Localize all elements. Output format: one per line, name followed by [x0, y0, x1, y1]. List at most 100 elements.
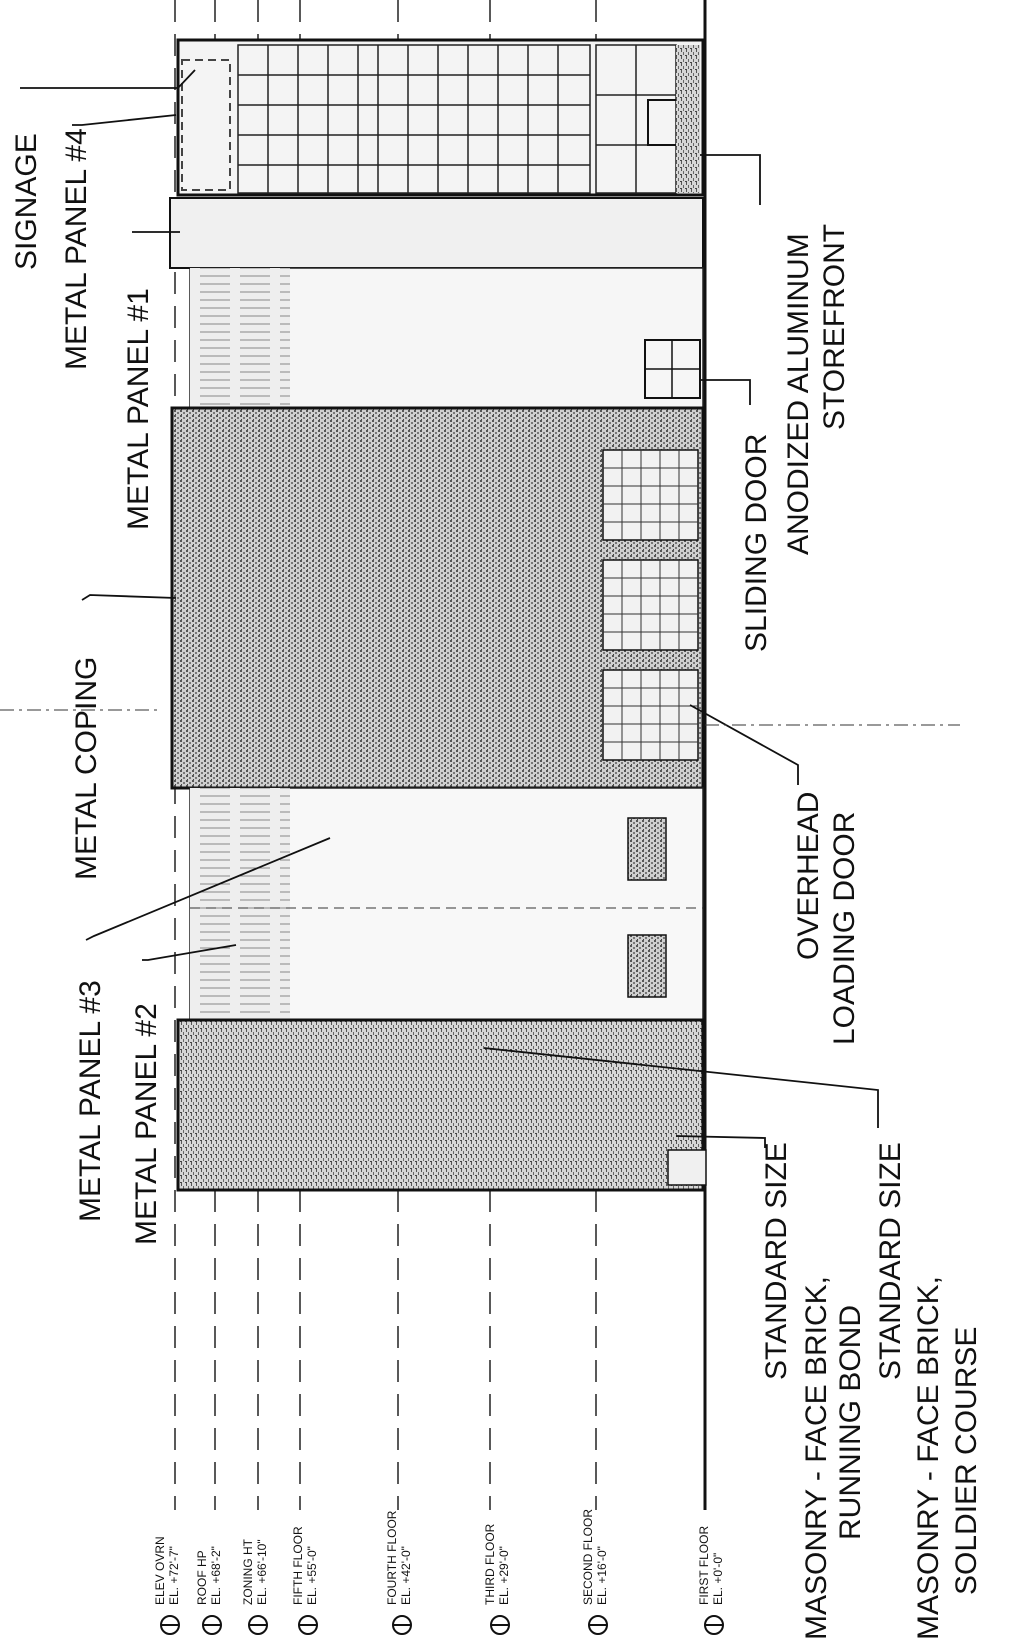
svg-text:SIGNAGE: SIGNAGE — [10, 133, 43, 270]
level-name: FIFTH FLOOR — [291, 1526, 305, 1605]
level-elevation: EL. +72'-7" — [167, 1546, 181, 1605]
svg-text:ELEV OVRN: ELEV OVRN — [153, 1536, 167, 1605]
leader-storefront — [700, 154, 761, 205]
signage-panel — [181, 59, 231, 191]
label-metal-panel-4: METAL PANEL #4 — [60, 128, 93, 370]
tower-door — [667, 1149, 707, 1186]
storefront-edge-brick — [676, 45, 700, 193]
svg-text:EL. +68'-2": EL. +68'-2" — [209, 1546, 223, 1605]
level-name: ROOF HP — [195, 1550, 209, 1605]
metal-panel-band-top — [190, 268, 290, 408]
svg-text:EL. +29'-0": EL. +29'-0" — [497, 1546, 511, 1605]
label-signage: SIGNAGE — [10, 133, 43, 270]
leader-metal-panel-2 — [142, 944, 237, 961]
svg-text:STOREFRONT: STOREFRONT — [818, 224, 851, 430]
level-elevation: EL. +42'-0" — [399, 1546, 413, 1605]
level-elevation: EL. +55'-0" — [305, 1546, 319, 1605]
svg-text:EL. +16'-0": EL. +16'-0" — [595, 1546, 609, 1605]
label-metal-coping: METAL COPING — [70, 657, 103, 880]
level-elevation: EL. +0'-0" — [711, 1553, 725, 1605]
label-metal-panel-2: METAL PANEL #2 — [130, 1003, 163, 1245]
level-name: ZONING HT — [241, 1538, 255, 1605]
label-overhead-line2: LOADING DOOR — [828, 812, 861, 1045]
svg-text:SOLDIER COURSE: SOLDIER COURSE — [950, 1327, 983, 1595]
svg-text:ROOF HP: ROOF HP — [195, 1550, 209, 1605]
svg-text:SECOND FLOOR: SECOND FLOOR — [581, 1509, 595, 1605]
svg-text:ANODIZED ALUMINUM: ANODIZED ALUMINUM — [782, 233, 815, 555]
svg-text:FIFTH FLOOR: FIFTH FLOOR — [291, 1526, 305, 1605]
svg-text:FIRST FLOOR: FIRST FLOOR — [697, 1526, 711, 1605]
label-running-bond-line3: RUNNING BOND — [834, 1305, 867, 1540]
leader-running-bond — [675, 1135, 766, 1148]
label-sliding-door: SLIDING DOOR — [740, 434, 773, 652]
label-running-bond-line1: STANDARD SIZE — [760, 1142, 793, 1380]
level-elevation: EL. +68'-2" — [209, 1546, 223, 1605]
overhead-door-grid — [603, 450, 698, 760]
window-upper — [627, 817, 667, 881]
svg-text:METAL PANEL #2: METAL PANEL #2 — [130, 1003, 163, 1245]
svg-text:MASONRY - FACE BRICK,: MASONRY - FACE BRICK, — [912, 1276, 945, 1640]
level-marker-elev-ovrn: ELEV OVRN EL. +72'-7" — [153, 1536, 181, 1635]
level-name: SECOND FLOOR — [581, 1509, 595, 1605]
svg-text:STANDARD SIZE: STANDARD SIZE — [874, 1142, 907, 1380]
svg-text:THIRD FLOOR: THIRD FLOOR — [483, 1523, 497, 1605]
level-markers: ELEV OVRN EL. +72'-7" ROOF HP EL. +68'-2… — [153, 1509, 725, 1635]
level-name: FIRST FLOOR — [697, 1526, 711, 1605]
level-marker-first-floor: FIRST FLOOR EL. +0'-0" — [697, 1526, 725, 1635]
level-marker-zoning-ht: ZONING HT EL. +66'-10" — [241, 1538, 269, 1635]
svg-text:OVERHEAD: OVERHEAD — [792, 792, 825, 960]
building-facade — [169, 38, 707, 1192]
svg-text:EL. +72'-7": EL. +72'-7" — [167, 1546, 181, 1605]
level-marker-roof-hp: ROOF HP EL. +68'-2" — [195, 1546, 223, 1635]
svg-text:STANDARD SIZE: STANDARD SIZE — [760, 1142, 793, 1380]
level-marker-third-floor: THIRD FLOOR EL. +29'-0" — [483, 1523, 511, 1635]
level-elevation: EL. +66'-10" — [255, 1539, 269, 1605]
svg-text:ZONING HT: ZONING HT — [241, 1538, 255, 1605]
leader-metal-coping — [81, 594, 177, 601]
level-name: FOURTH FLOOR — [385, 1510, 399, 1605]
svg-text:MASONRY - FACE BRICK,: MASONRY - FACE BRICK, — [800, 1276, 833, 1640]
level-marker-fifth-floor: FIFTH FLOOR EL. +55'-0" — [291, 1526, 319, 1635]
svg-text:METAL PANEL #3: METAL PANEL #3 — [74, 980, 107, 1222]
svg-text:EL. +55'-0": EL. +55'-0" — [305, 1546, 319, 1605]
svg-text:METAL PANEL #4: METAL PANEL #4 — [60, 128, 93, 370]
level-elevation: EL. +29'-0" — [497, 1546, 511, 1605]
overhead-doors — [602, 449, 699, 761]
label-overhead-line1: OVERHEAD — [792, 792, 825, 960]
svg-text:EL. +42'-0": EL. +42'-0" — [399, 1546, 413, 1605]
label-metal-panel-1: METAL PANEL #1 — [122, 288, 155, 530]
leader-lines — [20, 69, 879, 1148]
svg-text:FOURTH FLOOR: FOURTH FLOOR — [385, 1510, 399, 1605]
leader-soldier-course — [483, 1047, 879, 1128]
label-running-bond-line2: MASONRY - FACE BRICK, — [800, 1276, 833, 1640]
svg-text:LOADING DOOR: LOADING DOOR — [828, 812, 861, 1045]
level-name: THIRD FLOOR — [483, 1523, 497, 1605]
leader-metal-panel-4 — [72, 114, 177, 126]
upper-volume — [176, 38, 705, 197]
label-soldier-course-line1: STANDARD SIZE — [874, 1142, 907, 1380]
svg-text:RUNNING BOND: RUNNING BOND — [834, 1305, 867, 1540]
leader-signage — [20, 69, 196, 89]
callout-labels: SIGNAGE METAL PANEL #4 METAL PANEL #1 ME… — [10, 128, 983, 1640]
label-soldier-course-line3: SOLDIER COURSE — [950, 1327, 983, 1595]
level-name: ELEV OVRN — [153, 1536, 167, 1605]
label-storefront-line1: ANODIZED ALUMINUM — [782, 233, 815, 555]
level-marker-fourth-floor: FOURTH FLOOR EL. +42'-0" — [385, 1510, 413, 1635]
metal-panel-2-band — [190, 788, 290, 1020]
level-elevation: EL. +16'-0" — [595, 1546, 609, 1605]
level-marker-second-floor: SECOND FLOOR EL. +16'-0" — [581, 1509, 609, 1635]
svg-text:METAL COPING: METAL COPING — [70, 657, 103, 880]
label-metal-panel-3: METAL PANEL #3 — [74, 980, 107, 1222]
label-soldier-course-line2: MASONRY - FACE BRICK, — [912, 1276, 945, 1640]
svg-text:METAL PANEL #1: METAL PANEL #1 — [122, 288, 155, 530]
storefront-grid — [237, 44, 677, 194]
svg-text:EL. +66'-10": EL. +66'-10" — [255, 1539, 269, 1605]
window-lower — [627, 934, 667, 998]
brick-tower-left — [176, 1018, 705, 1192]
leader-metal-panel-3 — [85, 837, 331, 941]
label-storefront-line2: STOREFRONT — [818, 224, 851, 430]
svg-text:EL. +0'-0": EL. +0'-0" — [711, 1553, 725, 1605]
leader-sliding-door — [700, 379, 751, 405]
svg-text:SLIDING DOOR: SLIDING DOOR — [740, 434, 773, 652]
